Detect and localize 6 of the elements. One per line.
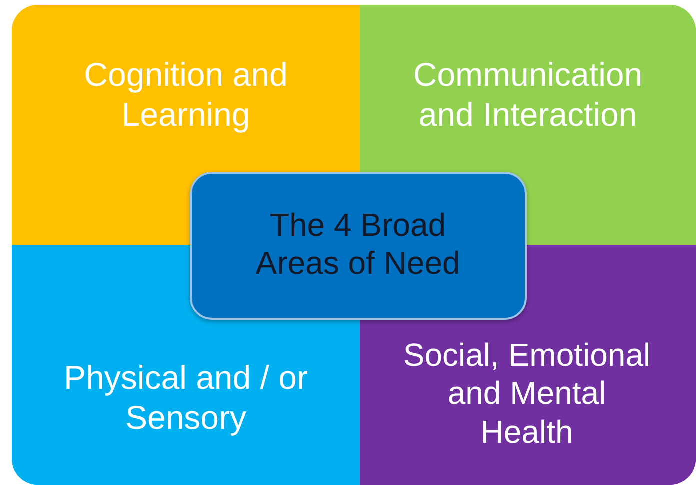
center-box <box>190 172 527 320</box>
area-label: The 4 Broad Areas of Need <box>254 206 462 283</box>
area-label: Physical and / or Sensory <box>63 358 309 438</box>
area-label: Cognition and Learning <box>83 55 289 134</box>
area-label: Social, Emotional and Mental Health <box>402 336 652 452</box>
area-label: Communication and Interaction <box>412 55 644 134</box>
